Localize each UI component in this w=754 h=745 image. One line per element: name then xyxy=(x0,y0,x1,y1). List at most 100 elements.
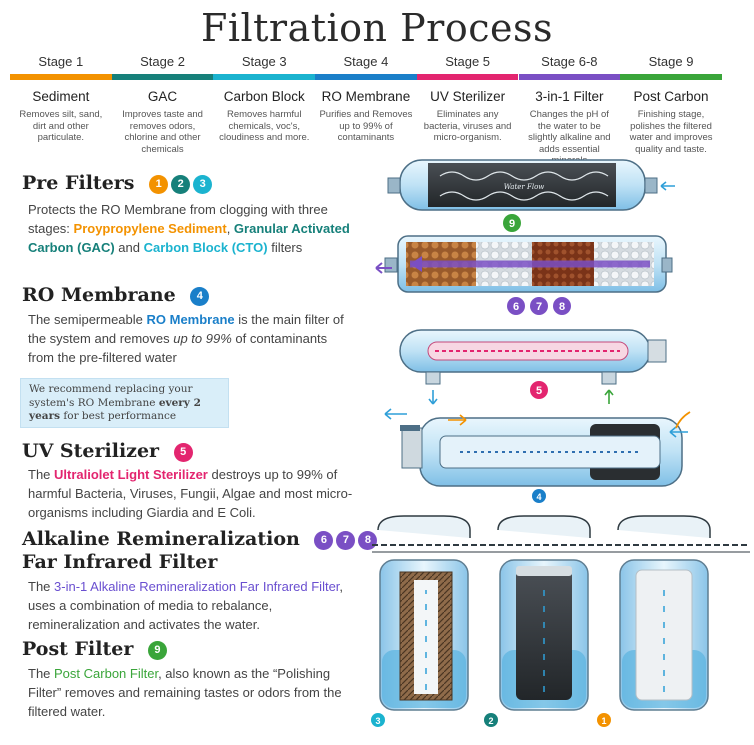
stage-description: Eliminates any bacteria, viruses and mic… xyxy=(423,109,512,143)
stage-9: Stage 9 Post Carbon Finishing stage, pol… xyxy=(620,54,722,155)
badge-5: 5 xyxy=(173,442,193,462)
illus-badge-5 xyxy=(530,381,548,399)
stage-number: Stage 9 xyxy=(648,54,694,69)
stage-number: Stage 1 xyxy=(38,54,84,69)
cto-highlight: Carbon Block (CTO) xyxy=(143,240,268,255)
alkaline-text: The 3-in-1 Alkaline Remineralization Far… xyxy=(28,579,344,632)
stage-color-bar xyxy=(111,74,214,80)
stage-number: Stage 4 xyxy=(343,54,389,69)
gac-housing xyxy=(497,515,591,711)
pre-filters-badges: 1 2 3 xyxy=(149,174,213,194)
stage-name: 3-in-1 Filter xyxy=(535,89,604,104)
illus-badge-7 xyxy=(530,297,548,315)
stage-6-8: Stage 6-8 3-in-1 Filter Changes the pH o… xyxy=(518,54,621,167)
stage-name: UV Sterilizer xyxy=(430,89,506,104)
illus-badge-6 xyxy=(507,297,525,315)
stage-description: Purifies and Removes up to 99% of contam… xyxy=(319,109,413,143)
stage-color-bar xyxy=(620,74,722,80)
post-badges: 9 xyxy=(147,640,167,660)
sediment-highlight: Proypropylene Sediment xyxy=(73,221,227,236)
ro-badges: 4 xyxy=(190,286,210,306)
ro-membrane-heading: RO Membrane 4 xyxy=(22,284,210,306)
badge-9: 9 xyxy=(147,640,167,660)
svg-text:3: 3 xyxy=(375,716,380,726)
ro-emphasis: up to 99% xyxy=(173,331,232,346)
alkaline-title-line1: Alkaline Remineralization xyxy=(22,528,300,550)
stage-name: GAC xyxy=(147,89,178,104)
stage-2: Stage 2 GAC Improves taste and removes o… xyxy=(111,54,214,155)
water-flow-label: Water Flow xyxy=(504,183,545,191)
badge-4: 4 xyxy=(190,286,210,306)
stage-color-bar xyxy=(213,74,316,80)
carbon-block-housing xyxy=(377,515,471,711)
alkaline-cartridge xyxy=(375,235,673,293)
alkaline-title-line2: Far Infrared Filter xyxy=(22,551,218,573)
stage-number: Stage 3 xyxy=(241,54,287,69)
ro-membrane-housing xyxy=(384,408,691,487)
post-carbon-cartridge xyxy=(387,159,675,211)
svg-text:2: 2 xyxy=(488,716,493,726)
post-carbon-highlight: Post Carbon Filter xyxy=(54,666,159,681)
svg-text:8: 8 xyxy=(559,301,565,313)
svg-text:5: 5 xyxy=(536,385,542,397)
uv-badges: 5 xyxy=(173,442,193,462)
post-filter-title: Post Filter xyxy=(22,638,134,660)
illus-badge-9 xyxy=(503,214,521,232)
replacement-note: We recommend replacing your system's RO … xyxy=(20,378,229,428)
stage-description: Improves taste and removes odors, chlori… xyxy=(122,109,203,155)
uv-sterilizer-heading: UV Sterilizer 5 xyxy=(22,440,193,462)
ro-highlight: RO Membrane xyxy=(146,312,235,327)
illus-badge-2 xyxy=(484,713,498,727)
svg-text:7: 7 xyxy=(536,301,542,313)
svg-text:4: 4 xyxy=(536,492,541,502)
illus-badge-8 xyxy=(553,297,571,315)
stage-color-bar xyxy=(416,74,519,80)
pre-filters-text: Protects the RO Membrane from clogging w… xyxy=(28,202,350,255)
stage-number: Stage 6-8 xyxy=(541,54,598,69)
badge-7: 7 xyxy=(336,531,356,550)
pre-filter-manifold xyxy=(372,544,750,553)
sediment-housing xyxy=(617,515,711,711)
stage-color-bar xyxy=(315,74,417,80)
badge-6: 6 xyxy=(314,531,334,550)
stage-name: Post Carbon xyxy=(633,89,709,104)
badge-1: 1 xyxy=(149,174,169,194)
alkaline-heading: Alkaline Remineralization 6 7 8 Far Infr… xyxy=(22,528,378,574)
svg-text:9: 9 xyxy=(509,218,515,230)
stage-header: Stage 1 Sediment Removes silt, sand, dir… xyxy=(10,54,722,167)
pre-filters-title: Pre Filters xyxy=(22,172,135,194)
stage-number: Stage 2 xyxy=(140,54,185,69)
alkaline-highlight: 3-in-1 Alkaline Remineralization Far Inf… xyxy=(54,579,340,594)
uv-highlight: Ultraliolet Light Sterilizer xyxy=(54,467,208,482)
uv-sterilizer-text: The Ultraliolet Light Sterilizer destroy… xyxy=(28,467,353,520)
stage-5: Stage 5 UV Sterilizer Eliminates any bac… xyxy=(416,54,519,144)
stage-name: RO Membrane xyxy=(321,89,411,104)
gac-highlight: Granular Activated Carbon (GAC) xyxy=(28,221,350,255)
stage-name: Sediment xyxy=(32,89,90,104)
stage-color-bar xyxy=(10,74,112,80)
stage-3: Stage 3 Carbon Block Removes harmful che… xyxy=(213,54,316,144)
ro-membrane-text: The semipermeable RO Membrane is the mai… xyxy=(28,312,344,365)
stage-4: Stage 4 RO Membrane Purifies and Removes… xyxy=(315,54,417,144)
badge-3: 3 xyxy=(193,174,213,194)
stage-description: Removes silt, sand, dirt and other parti… xyxy=(19,109,103,143)
stage-description: Finishing stage, polishes the filtered w… xyxy=(629,109,713,155)
svg-text:6: 6 xyxy=(513,301,519,313)
page-title: Filtration Process xyxy=(200,6,553,50)
svg-text:1: 1 xyxy=(601,716,606,726)
illus-badge-1 xyxy=(597,713,611,727)
alkaline-badges: 6 7 8 xyxy=(314,531,378,550)
badge-2: 2 xyxy=(171,174,191,194)
illus-badge-3 xyxy=(371,713,385,727)
post-filter-heading: Post Filter 9 xyxy=(22,638,167,660)
stage-color-bar xyxy=(518,74,621,80)
uv-sterilizer-unit xyxy=(399,329,667,405)
stage-1: Stage 1 Sediment Removes silt, sand, dir… xyxy=(10,54,112,144)
uv-sterilizer-title: UV Sterilizer xyxy=(22,440,160,462)
post-filter-text: The Post Carbon Filter, also known as th… xyxy=(28,666,342,719)
stage-number: Stage 5 xyxy=(445,54,491,69)
replacement-interval: every 2 years xyxy=(29,396,201,423)
stage-description: Removes harmful chemicals, voc's, cloudi… xyxy=(219,109,310,143)
stage-name: Carbon Block xyxy=(223,89,305,104)
